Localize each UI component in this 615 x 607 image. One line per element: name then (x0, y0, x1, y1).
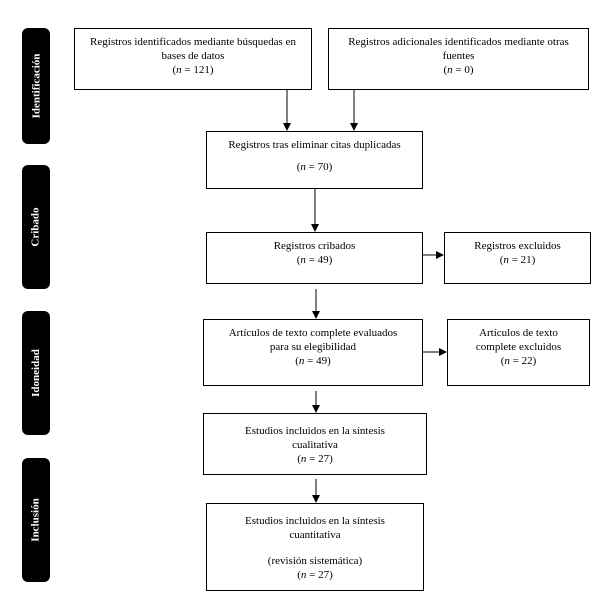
box-additional-records-line1: Registros adicionales identificados medi… (348, 36, 569, 48)
box-fulltext-assessed: Artículos de texto complete evaluados pa… (203, 319, 423, 386)
box-fulltext-excluded: Artículos de texto complete excluidos (n… (447, 319, 590, 386)
box-screened-line1: Registros cribados (273, 240, 356, 252)
box-fulltext-excluded-line1: Artículos de texto (479, 327, 558, 339)
box-excluded-line1: Registros excluidos (474, 240, 561, 252)
box-screened-count: (n = 49) (296, 254, 333, 266)
box-qualitative-line2: cualitativa (292, 439, 338, 451)
box-fulltext-assessed-line1: Artículos de texto complete evaluados (228, 327, 398, 339)
box-after-duplicates-line1: Registros tras eliminar citas duplicadas (228, 139, 401, 151)
box-screened: Registros cribados (n = 49) (206, 232, 423, 284)
stage-identification-label: Identificación (30, 53, 42, 119)
box-fulltext-assessed-count: (n = 49) (295, 355, 331, 367)
box-excluded-count: (n = 21) (499, 254, 536, 266)
box-database-records-count: (n = 121) (172, 64, 214, 76)
box-quantitative: Estudios incluidos en la síntesis cuanti… (206, 503, 424, 591)
box-fulltext-assessed-line2: para su elegibilidad (269, 341, 357, 353)
box-database-records: Registros identificados mediante búsqued… (74, 28, 312, 90)
box-fulltext-excluded-line2: complete excluidos (475, 341, 562, 353)
stage-eligibility-label: Idoneidad (30, 349, 43, 397)
box-additional-records: Registros adicionales identificados medi… (328, 28, 589, 90)
box-additional-records-count: (n = 0) (443, 64, 474, 76)
stage-screening: Cribado (22, 165, 50, 289)
stage-screening-label: Cribado (30, 207, 42, 247)
box-quantitative-line2: cuantitativa (289, 529, 341, 541)
box-quantitative-line1: Estudios incluidos en la síntesis (245, 515, 385, 527)
box-quantitative-count: (n = 27) (297, 569, 333, 581)
stage-inclusion: Inclusión (22, 458, 50, 582)
box-quantitative-line3: (revisión sistemática) (267, 555, 363, 567)
box-database-records-line1: Registros identificados mediante búsqued… (90, 36, 296, 48)
box-qualitative: Estudios incluidos en la síntesis cualit… (203, 413, 427, 475)
box-after-duplicates-count: (n = 70) (296, 161, 333, 173)
box-additional-records-line2: fuentes (442, 50, 475, 62)
box-qualitative-line1: Estudios incluidos en la síntesis (245, 425, 385, 437)
stage-inclusion-label: Inclusión (30, 498, 43, 542)
box-database-records-line2: bases de datos (161, 50, 225, 62)
box-excluded: Registros excluidos (n = 21) (444, 232, 591, 284)
box-fulltext-excluded-count: (n = 22) (500, 355, 537, 367)
box-qualitative-count: (n = 27) (297, 453, 333, 465)
box-after-duplicates: Registros tras eliminar citas duplicadas… (206, 131, 423, 189)
stage-identification: Identificación (22, 28, 50, 144)
stage-eligibility: Idoneidad (22, 311, 50, 435)
